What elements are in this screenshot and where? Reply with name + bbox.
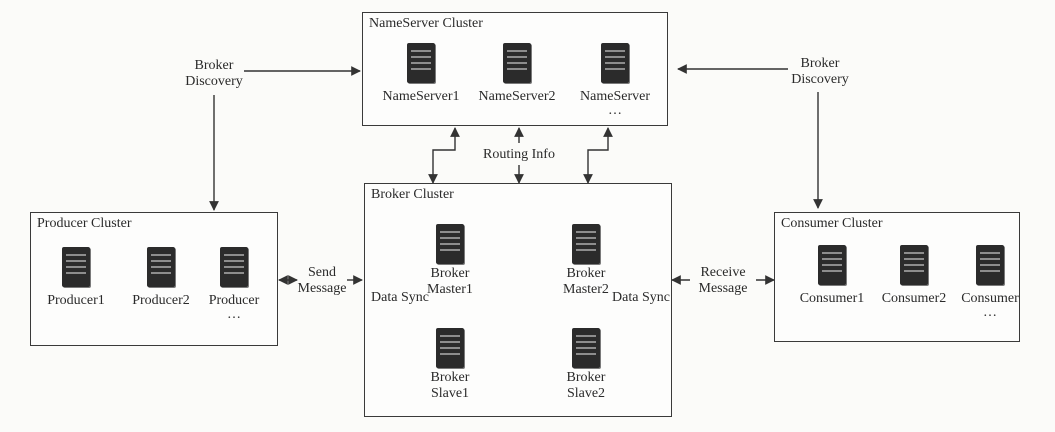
consumer-node-more: Consumer … <box>945 245 1035 320</box>
server-icon <box>572 328 600 368</box>
node-label: Producer1 <box>47 293 105 308</box>
consumer-cluster: Consumer Cluster Consumer1 Consumer2 Con… <box>774 212 1020 342</box>
label-line: Message <box>698 281 748 296</box>
consumer-cluster-title: Consumer Cluster <box>781 216 883 231</box>
producer-node-1: Producer1 <box>31 247 121 309</box>
broker-cluster: Broker Cluster Broker Master1 Broker Mas… <box>364 183 672 417</box>
server-icon <box>407 43 435 83</box>
node-label: NameServer <box>580 89 650 104</box>
node-label: Broker <box>566 266 606 281</box>
server-icon <box>818 245 846 285</box>
node-label: Consumer <box>961 291 1019 306</box>
node-label: NameServer2 <box>478 89 556 104</box>
server-icon <box>976 245 1004 285</box>
label-line: Broker <box>194 58 234 73</box>
server-icon <box>147 247 175 287</box>
producer-cluster: Producer Cluster Producer1 Producer2 Pro… <box>30 212 278 346</box>
node-label: Producer2 <box>132 293 190 308</box>
node-label: Broker <box>430 266 470 281</box>
nameserver-cluster: NameServer Cluster NameServer1 NameServe… <box>362 12 668 126</box>
label-line: Send <box>308 265 336 280</box>
ellipsis: … <box>227 307 241 322</box>
nameserver-node-2: NameServer2 <box>472 43 562 105</box>
receive-message-label: Receive Message <box>690 265 756 297</box>
data-sync-left-label: Data Sync <box>371 290 429 305</box>
node-sublabel: Slave2 <box>566 386 606 401</box>
node-label: Broker <box>566 370 606 385</box>
producer-node-2: Producer2 <box>116 247 206 309</box>
label-line: Receive <box>700 265 746 280</box>
node-label: Broker <box>430 370 470 385</box>
server-icon <box>220 247 248 287</box>
server-icon <box>62 247 90 287</box>
producer-node-more: Producer … <box>189 247 279 322</box>
broker-cluster-title: Broker Cluster <box>371 187 454 202</box>
server-icon <box>436 224 464 264</box>
broker-slave1: Broker Slave1 <box>405 328 495 402</box>
node-label: NameServer1 <box>382 89 460 104</box>
producer-cluster-title: Producer Cluster <box>37 216 132 231</box>
nameserver-broker-link-left <box>428 127 460 184</box>
node-label: Consumer2 <box>881 291 947 306</box>
broker-master2: Broker Master2 <box>541 224 631 298</box>
node-sublabel: Master1 <box>427 282 473 297</box>
node-sublabel: Master2 <box>563 282 609 297</box>
node-label: Consumer1 <box>799 291 865 306</box>
label-line: Discovery <box>185 74 243 89</box>
server-icon <box>900 245 928 285</box>
node-sublabel: Slave1 <box>430 386 470 401</box>
broker-discovery-left-label: Broker Discovery <box>172 58 256 90</box>
data-sync-right-label: Data Sync <box>612 290 670 305</box>
ellipsis: … <box>608 103 622 118</box>
server-icon <box>503 43 531 83</box>
label-line: Message <box>297 281 347 296</box>
ellipsis: … <box>983 305 997 320</box>
send-message-label: Send Message <box>290 265 354 297</box>
server-icon <box>436 328 464 368</box>
broker-slave2: Broker Slave2 <box>541 328 631 402</box>
nameserver-node-1: NameServer1 <box>376 43 466 105</box>
nameserver-broker-link-right <box>583 127 613 184</box>
server-icon <box>601 43 629 83</box>
consumer-node-2: Consumer2 <box>869 245 959 307</box>
routing-info-label: Routing Info <box>483 147 555 162</box>
nameserver-cluster-title: NameServer Cluster <box>369 16 483 31</box>
broker-master1: Broker Master1 <box>405 224 495 298</box>
consumer-node-1: Consumer1 <box>787 245 877 307</box>
broker-discovery-right-label: Broker Discovery <box>778 56 862 88</box>
node-label: Producer <box>208 293 260 308</box>
label-line: Discovery <box>791 72 849 87</box>
server-icon <box>572 224 600 264</box>
label-line: Broker <box>800 56 840 71</box>
nameserver-node-more: NameServer … <box>570 43 660 118</box>
